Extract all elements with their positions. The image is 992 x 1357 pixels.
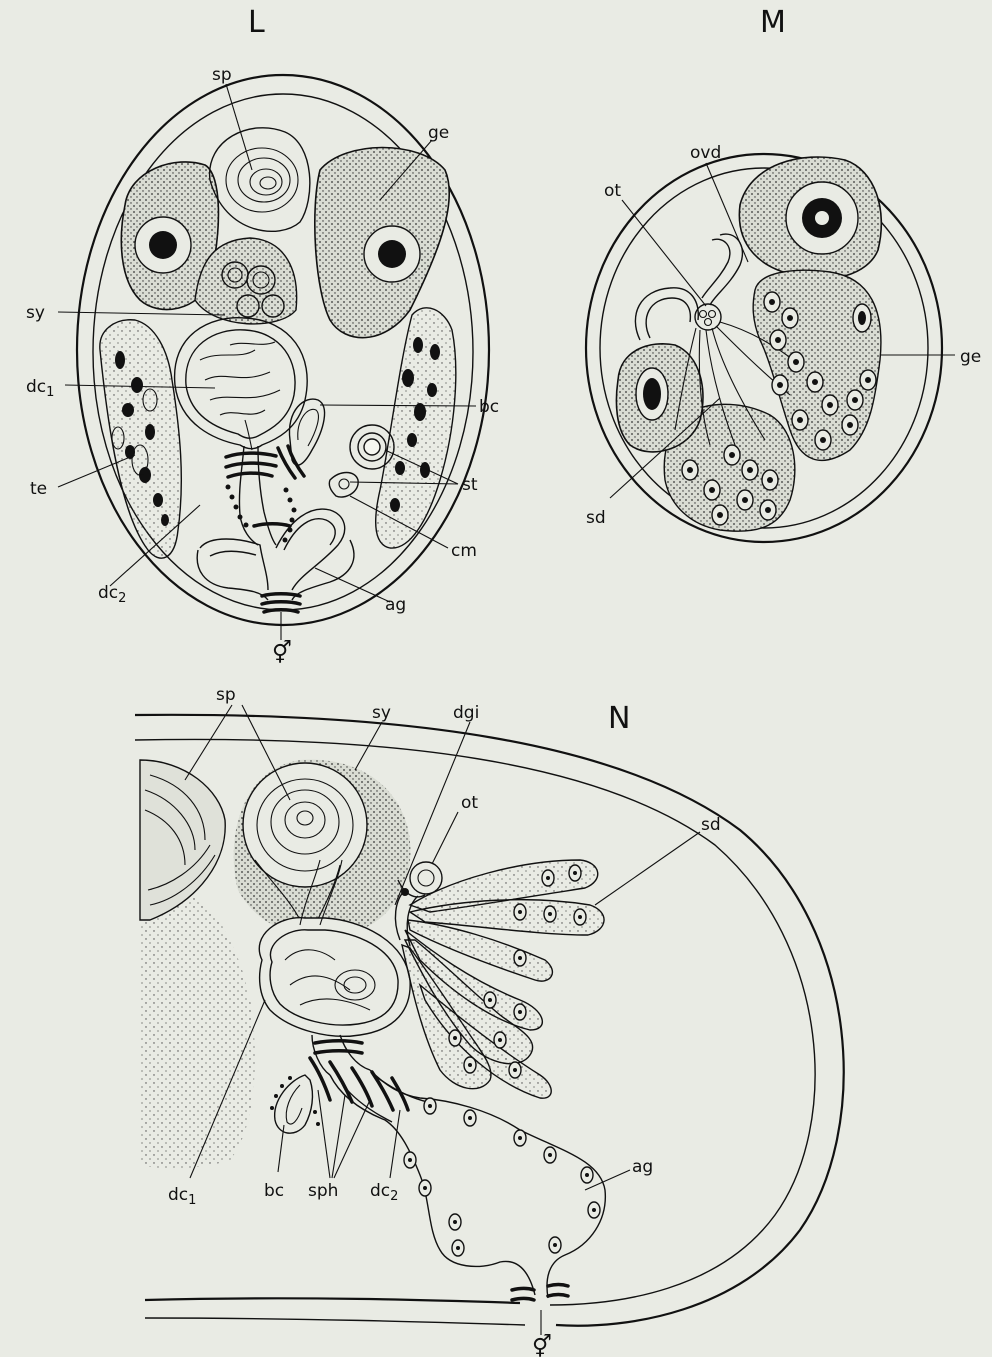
label-n-dc1: dc1 (168, 1185, 196, 1208)
sperm-crescent-n (140, 760, 225, 920)
label-n-sy: sy (372, 703, 391, 723)
vitelline-lobes-n (402, 860, 604, 1098)
label-l-ag: ag (385, 595, 406, 615)
label-l-sy: sy (26, 303, 45, 323)
label-l-symbol: ⚥ (272, 639, 292, 666)
genital-atrium (276, 509, 345, 590)
oviduct-tube-left (635, 288, 698, 340)
label-l-sp: sp (212, 65, 232, 85)
seminal-vesicle-sperm (200, 342, 280, 450)
label-m-sd: sd (586, 508, 606, 528)
bursa-copulatrix-n (275, 1075, 313, 1133)
label-n-dgi: dgi (453, 703, 479, 723)
label-n-sd: sd (701, 815, 721, 835)
label-n-bc: bc (264, 1181, 284, 1201)
label-n-sp: sp (216, 685, 236, 705)
label-l-dc1: dc1 (26, 377, 54, 400)
figure-n-letter: N (608, 701, 630, 736)
label-m-ovd: ovd (690, 143, 721, 163)
bursa-copulatrix (289, 399, 324, 465)
label-m-ge: ge (960, 347, 981, 367)
figure-n: N (135, 685, 844, 1357)
figure-m-letter: M (760, 5, 786, 40)
seminal-vesicle-n (259, 918, 410, 1037)
germarium-nucleolus-left (149, 231, 177, 259)
sperm-mass (210, 128, 310, 232)
label-n-ot: ot (461, 793, 478, 813)
label-l-te: te (30, 479, 47, 499)
label-l-st: st (462, 475, 478, 495)
parenchyma-n (140, 880, 255, 1169)
label-l-bc: bc (479, 397, 499, 417)
ootype-n (410, 862, 442, 894)
label-n-dc2: dc2 (370, 1181, 398, 1204)
figure-l: L (26, 5, 499, 666)
label-n-symbol: ⚥ (532, 1333, 552, 1357)
figure-m: M (586, 5, 981, 542)
label-n-ag: ag (632, 1157, 653, 1177)
label-l-dc2: dc2 (98, 583, 126, 606)
seminal-vesicle-dc1 (175, 318, 308, 449)
label-m-ot: ot (604, 181, 621, 201)
cm-structure (329, 473, 358, 498)
label-n-sph: sph (308, 1181, 338, 1201)
oviduct-m (710, 234, 742, 305)
label-l-cm: cm (451, 541, 477, 561)
figure-l-letter: L (248, 5, 265, 40)
germarium-nucleolus-right (378, 240, 406, 268)
label-l-ge: ge (428, 123, 449, 143)
